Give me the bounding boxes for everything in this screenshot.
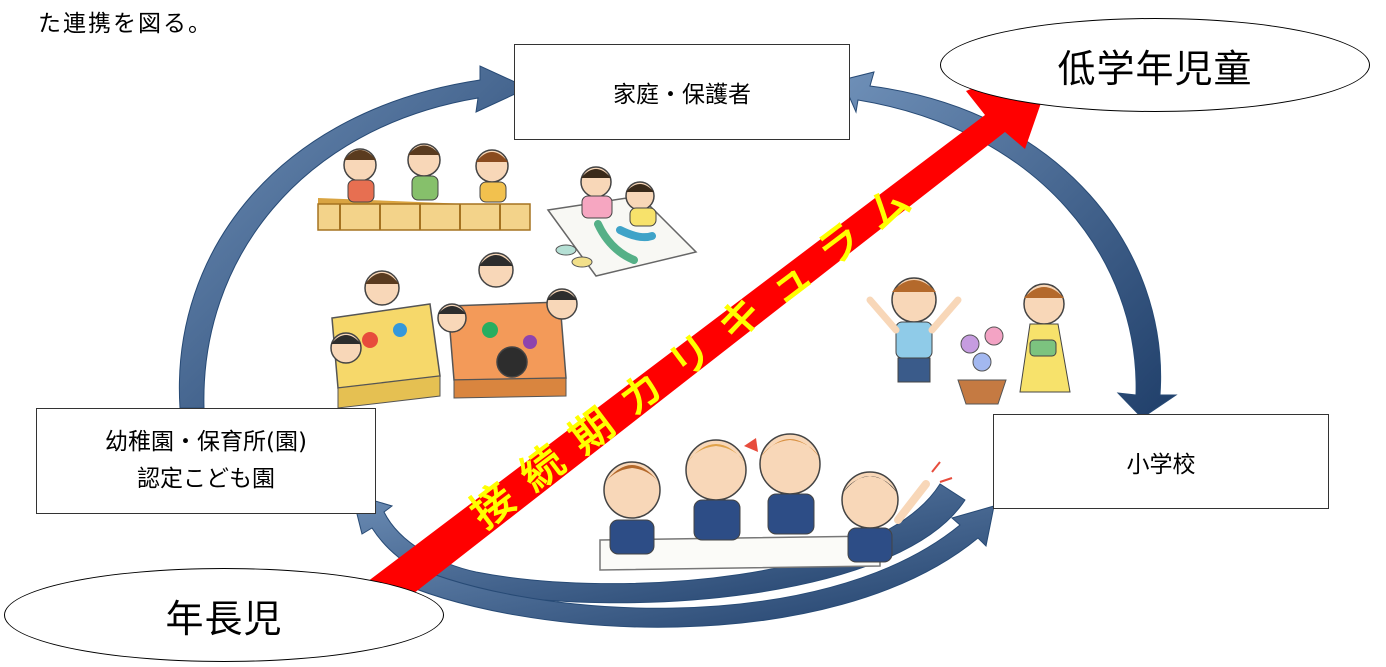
arrow-home-to-school [841,71,1178,419]
home-guardian-label: 家庭・保護者 [613,82,751,108]
arrow-kindergarten-to-school [389,505,995,628]
elementary-school-box: 小学校 [993,414,1329,509]
curriculum-banner-shape [322,54,1058,640]
kindergarten-label-line2: 認定こども園 [137,466,275,492]
senior-kindergarten-label: 年長児 [165,596,283,641]
kindergarten-label-line1: 幼稚園・保育所(園) [105,429,307,455]
elementary-school-label: 小学校 [1126,451,1196,478]
lower-grade-children-label: 低学年児童 [1057,46,1253,91]
illustration-watering-flowers [866,277,1071,405]
illustration-block-play [317,143,531,231]
home-guardian-box: 家庭・保護者 [514,44,850,140]
lower-grade-children-oval: 低学年児童 [940,18,1370,112]
illustration-painting [546,166,698,277]
illustration-students [599,433,953,571]
illustration-crafts [330,252,578,409]
arrow-school-to-kindergarten [351,483,966,604]
senior-kindergarten-oval: 年長児 [4,568,444,662]
kindergarten-box: 幼稚園・保育所(園) 認定こども園 [36,408,376,514]
intro-text: た連携を図る。 [38,11,213,37]
